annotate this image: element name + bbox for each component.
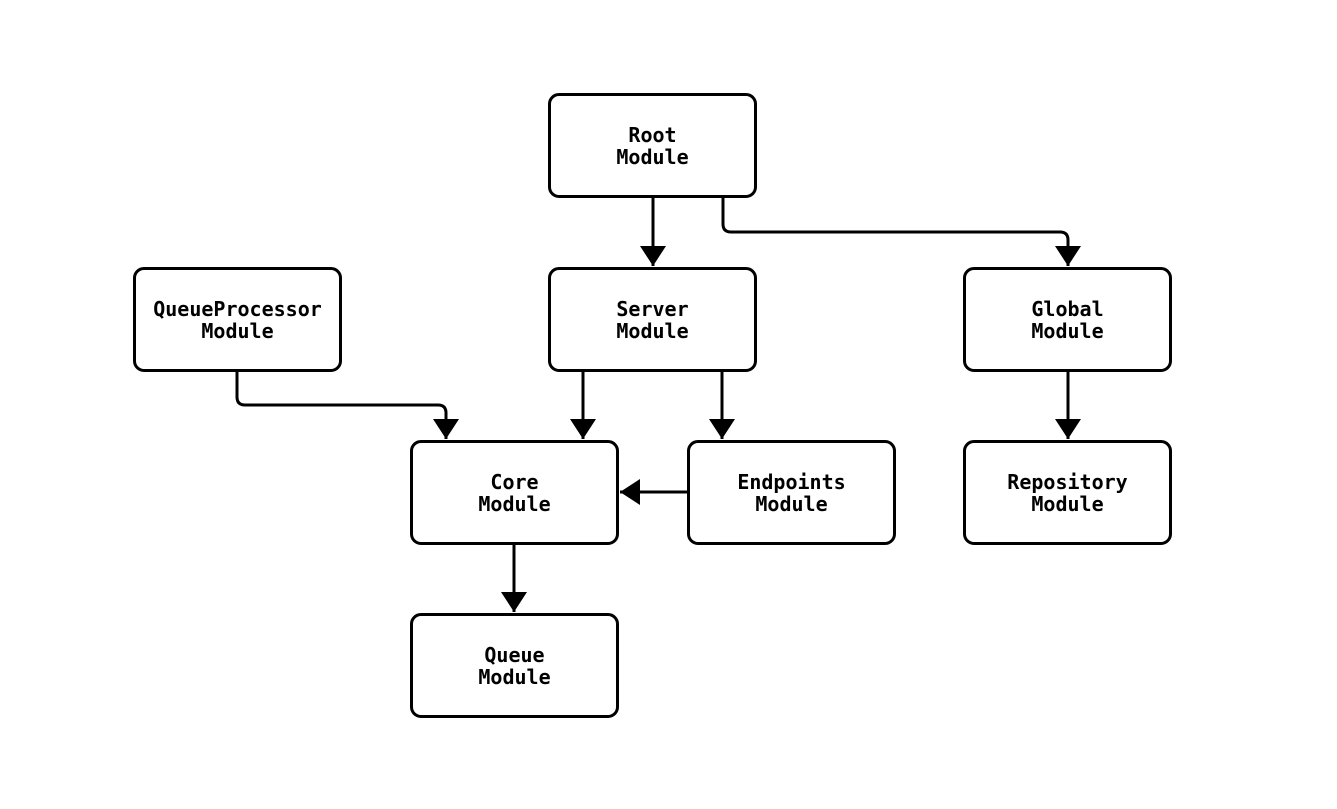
node-global-module-label-line1: Global [1031,296,1104,321]
node-queueprocessor-module-label-line1: QueueProcessor [153,296,322,321]
node-core-module-label-line2: Module [478,491,551,516]
node-queueprocessor-module-label-line2: Module [201,318,274,343]
node-queue-module: Queue Module [410,613,619,718]
node-global-module: Global Module [963,267,1172,372]
node-endpoints-module-label-line2: Module [755,491,828,516]
node-queue-module-label-line2: Module [478,664,551,689]
node-core-module: Core Module [410,440,619,545]
node-endpoints-module-label-line1: Endpoints [737,469,846,494]
node-root-module-label-line2: Module [616,144,689,169]
node-server-module-label-line2: Module [616,318,689,343]
node-root-module: Root Module [548,93,757,198]
node-root-module-label-line1: Root [628,122,677,147]
node-server-module-label-line1: Server [616,296,689,321]
node-repository-module-label-line2: Module [1031,491,1104,516]
node-repository-module-label-line1: Repository [1007,469,1128,494]
node-core-module-label-line1: Core [490,469,539,494]
node-global-module-label-line2: Module [1031,318,1104,343]
edge-root-to-global-arrow [721,198,1081,266]
node-repository-module: Repository Module [963,440,1172,545]
node-queueprocessor-module: QueueProcessor Module [133,267,342,372]
edge-queueprocessor-to-core-arrow [235,372,459,439]
node-queue-module-label-line1: Queue [484,642,545,667]
node-endpoints-module: Endpoints Module [687,440,896,545]
node-server-module: Server Module [548,267,757,372]
